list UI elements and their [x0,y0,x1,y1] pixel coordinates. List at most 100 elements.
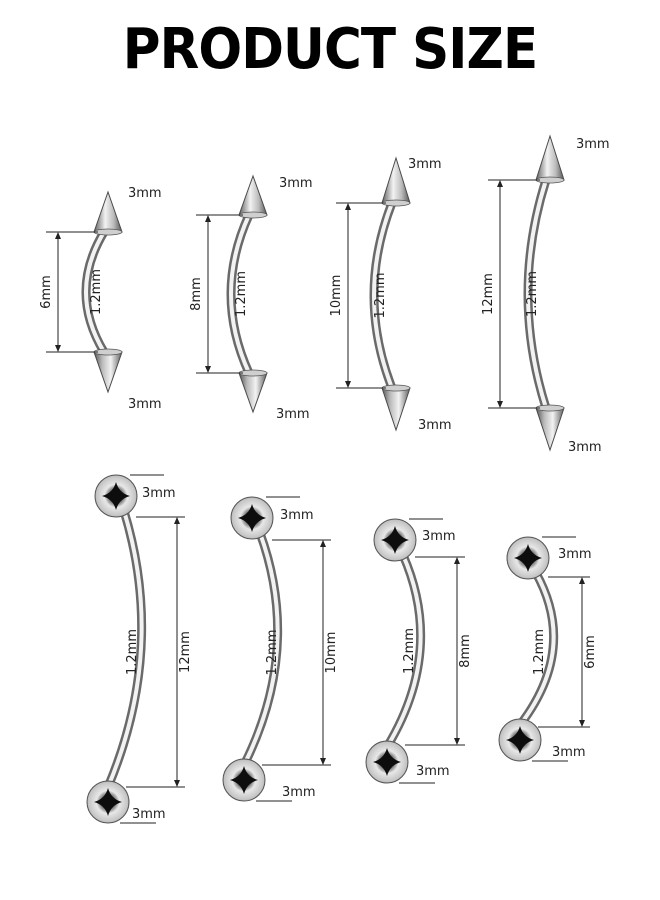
top-ball [230,496,274,540]
ball-size-label-bottom: 3mm [552,745,586,760]
length-dimension-arrow-arrow-top [205,215,211,222]
ball-barbell-4: 6mm 1.2mm 3mm 3mm [498,536,598,762]
page-title: PRODUCT SIZE [122,17,538,82]
spike-barbell-rod-highlight [372,201,394,390]
bottom-spike-cone [238,372,268,414]
length-dimension-arrow-arrow-top [579,577,585,584]
ball-barbell-row: 12mm1.2mm3mm3mm10mm1.2mm3mm3mm8mm1.2mm3m… [86,474,598,824]
ball-size-label-top: 3mm [279,176,313,191]
gauge-label: 1.2mm [525,271,540,317]
length-dimension-arrow-arrow-bottom [497,401,503,408]
bottom-spike-cone [381,387,411,432]
length-dimension-arrow [345,203,351,388]
top-ball-glint [238,504,266,532]
top-spike-base [93,228,123,236]
ball-size-label-bottom: 3mm [276,407,310,422]
length-dimension-arrow-arrow-bottom [55,345,61,352]
bottom-ball [498,718,542,762]
top-ball [94,474,138,518]
gauge-label: 1.2mm [532,629,547,675]
length-dimension-arrow-arrow-bottom [205,366,211,373]
bottom-spike-cone [535,407,565,452]
bottom-ball [86,780,130,824]
length-dimension-arrow-arrow-top [345,203,351,210]
ball-size-label-bottom: 3mm [132,807,166,822]
bottom-spike-wrap [535,404,565,452]
gauge-label: 1.2mm [125,629,140,675]
top-spike-base [381,199,411,207]
top-spike-base [238,211,268,219]
ball-size-label-top: 3mm [422,529,456,544]
length-label: 8mm [189,277,204,311]
top-spike [93,190,123,236]
spike-barbell-rod-highlight [526,178,548,410]
bottom-spike-base [93,348,123,356]
length-dimension-arrow-arrow-bottom [320,758,326,765]
top-spike [381,156,411,207]
bottom-ball [365,740,409,784]
length-label: 8mm [458,634,473,668]
length-dimension-arrow-arrow-bottom [454,738,460,745]
bottom-spike [93,348,123,394]
length-label: 6mm [583,635,598,669]
length-dimension-arrow-arrow-bottom [174,780,180,787]
ball-size-label-top: 3mm [142,486,176,501]
ball-barbell-rod-highlight [518,571,556,727]
spike-barbell-rod-highlight [229,213,251,375]
bottom-ball-glint [94,788,122,816]
bottom-ball-glint [230,766,258,794]
length-dimension-arrow-arrow-top [174,517,180,524]
ball-barbell-rod-highlight [385,553,423,749]
bottom-ball-glint [373,748,401,776]
top-spike-cone [535,134,565,181]
length-dimension-arrow-arrow-top [497,180,503,187]
top-ball-glint [102,482,130,510]
bottom-ball-glint [506,726,534,754]
length-dimension-arrow-arrow-bottom [579,720,585,727]
ball-size-label-bottom: 3mm [418,418,452,433]
ball-size-label-bottom: 3mm [282,785,316,800]
bottom-spike-wrap [381,384,411,432]
length-dimension-arrow [497,180,503,408]
ball-size-label-top: 3mm [558,547,592,562]
length-dimension-arrow [454,557,460,745]
length-dimension-arrow [579,577,585,727]
gauge-label: 1.2mm [89,269,104,315]
top-ball-glint [514,544,542,572]
length-dimension-arrow-arrow-top [320,540,326,547]
bottom-spike [535,404,565,452]
length-label: 12mm [481,273,496,315]
bottom-spike [238,369,268,414]
length-dimension-arrow [174,517,180,787]
top-spike [535,134,565,184]
length-dimension-arrow-arrow-bottom [345,381,351,388]
length-dimension-arrow-arrow-top [55,232,61,239]
top-ball [506,536,550,580]
ball-size-label-top: 3mm [408,157,442,172]
ball-barbell-rod-highlight [242,531,280,767]
bottom-spike-base [238,369,268,377]
top-ball-glint [381,526,409,554]
ball-barbell-rod-highlight [106,509,144,789]
length-label: 10mm [329,275,344,317]
gauge-label: 1.2mm [373,272,388,318]
bottom-spike-cone [93,351,123,394]
ball-size-label-top: 3mm [280,508,314,523]
length-label: 10mm [324,632,339,674]
gauge-label: 1.2mm [402,628,417,674]
top-spike-cone [381,156,411,204]
bottom-spike-base [535,404,565,412]
length-dimension-arrow [320,540,326,765]
ball-size-label-bottom: 3mm [128,397,162,412]
top-spike-base [535,176,565,184]
spike-barbell-rod-highlight [84,230,106,354]
top-spike-cone [238,174,268,216]
ball-size-label-top: 3mm [576,137,610,152]
ball-size-label-top: 3mm [128,186,162,201]
